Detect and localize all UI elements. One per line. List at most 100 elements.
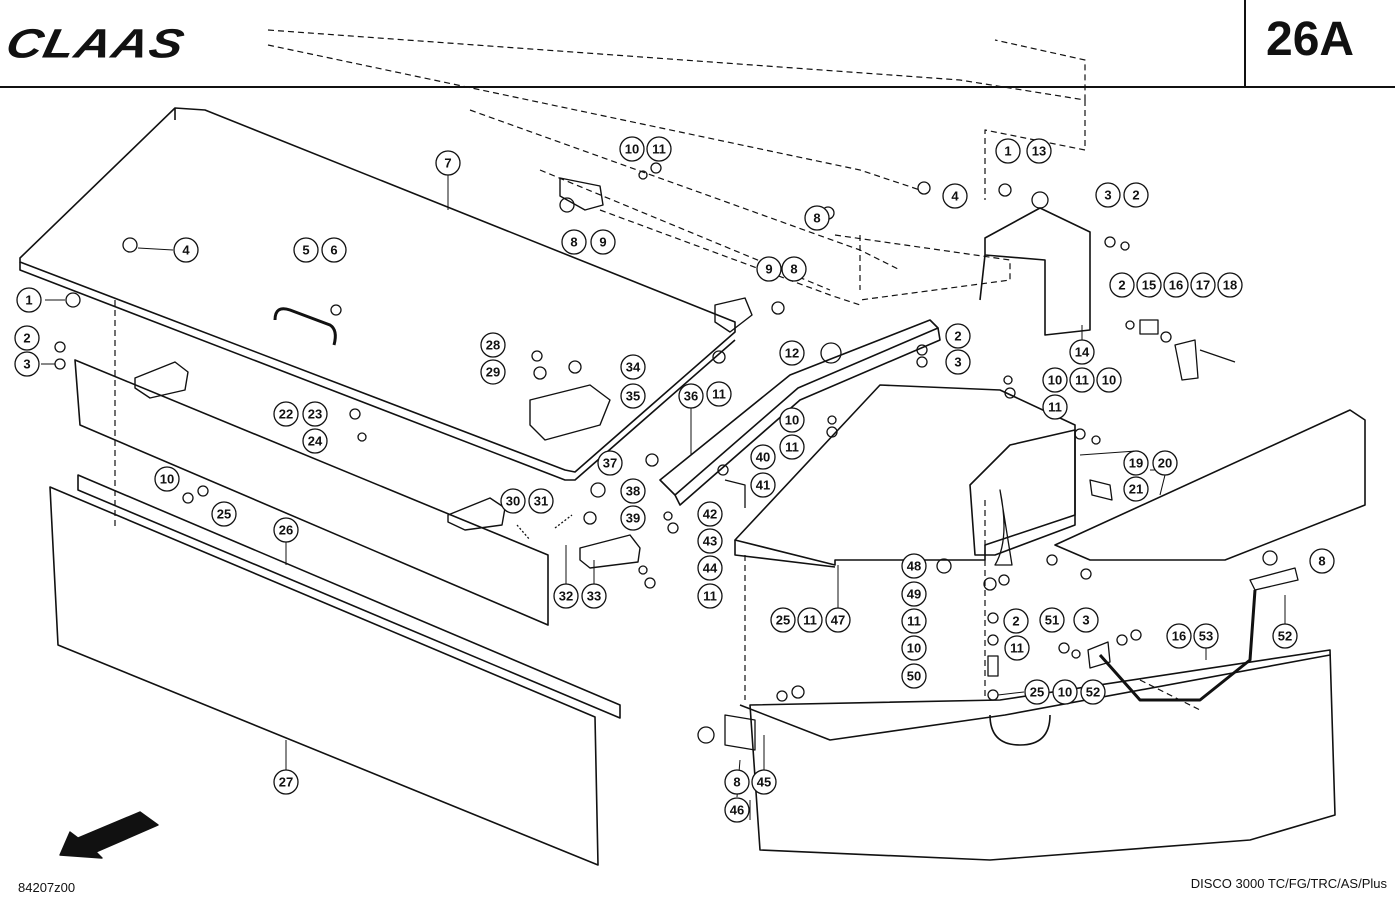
callout-16: 16 — [1166, 623, 1192, 649]
callout-8: 8 — [561, 229, 587, 255]
direction-arrow — [59, 811, 159, 859]
callout-2: 2 — [14, 325, 40, 351]
callout-number: 23 — [308, 407, 322, 422]
central-cover — [734, 384, 1076, 568]
callout-circle — [480, 332, 506, 358]
callout-20: 20 — [1152, 450, 1178, 476]
callout-4: 4 — [173, 237, 199, 263]
callout-42: 42 — [697, 501, 723, 527]
callout-number: 2 — [954, 329, 961, 344]
callout-number: 11 — [1010, 641, 1024, 656]
callout-number: 5 — [302, 243, 309, 258]
callout-circle — [1123, 476, 1149, 502]
callout-number: 53 — [1199, 629, 1213, 644]
main-hood — [19, 107, 736, 481]
callout-50: 50 — [901, 663, 927, 689]
callout-number: 3 — [23, 357, 30, 372]
callout-10: 10 — [1096, 367, 1122, 393]
callout-circle — [1080, 679, 1106, 705]
callout-number: 27 — [279, 775, 293, 790]
callout-number: 51 — [1045, 613, 1059, 628]
callout-number: 49 — [907, 587, 921, 602]
callout-circle — [1069, 367, 1095, 393]
callout-number: 10 — [907, 641, 921, 656]
callout-41: 41 — [750, 472, 776, 498]
callout-44: 44 — [697, 555, 723, 581]
callout-47: 47 — [825, 607, 851, 633]
protective-curtain — [49, 474, 621, 866]
drawing-reference: 84207z00 — [18, 880, 76, 895]
callout-38: 38 — [620, 478, 646, 504]
callout-45: 45 — [751, 769, 777, 795]
callout-number: 25 — [776, 613, 790, 628]
callout-circle — [1039, 607, 1065, 633]
callout-circle — [597, 450, 623, 476]
callout-circle — [750, 472, 776, 498]
callout-number: 8 — [790, 262, 797, 277]
callout-number: 18 — [1223, 278, 1237, 293]
callout-circle — [154, 466, 180, 492]
callout-number: 10 — [160, 472, 174, 487]
callout-circle — [1193, 623, 1219, 649]
callout-number: 9 — [765, 262, 772, 277]
callout-7: 7 — [435, 150, 461, 176]
callout-51: 51 — [1039, 607, 1065, 633]
callout-53: 53 — [1193, 623, 1219, 649]
callout-number: 2 — [1132, 188, 1139, 203]
callout-number: 17 — [1196, 278, 1210, 293]
callout-circle — [528, 488, 554, 514]
callout-number: 40 — [756, 450, 770, 465]
callout-number: 46 — [730, 803, 744, 818]
callout-circle — [646, 136, 672, 162]
callout-circle — [706, 381, 732, 407]
callout-circle — [480, 359, 506, 385]
callout-8: 8 — [1309, 548, 1335, 574]
callout-circle — [942, 183, 968, 209]
callout-18: 18 — [1217, 272, 1243, 298]
callout-circle — [1095, 182, 1121, 208]
callout-number: 10 — [1102, 373, 1116, 388]
callout-circle — [781, 256, 807, 282]
callout-3: 3 — [1073, 607, 1099, 633]
support-arm — [659, 319, 941, 506]
callout-number: 16 — [1172, 629, 1186, 644]
callout-25: 25 — [211, 501, 237, 527]
callout-circle — [1123, 450, 1149, 476]
callout-37: 37 — [597, 450, 623, 476]
callout-circle — [779, 407, 805, 433]
callout-number: 13 — [1032, 144, 1046, 159]
callout-circle — [751, 769, 777, 795]
callout-number: 32 — [559, 589, 573, 604]
callout-number: 6 — [330, 243, 337, 258]
callout-circle — [945, 349, 971, 375]
callout-circle — [1096, 367, 1122, 393]
callout-circle — [14, 325, 40, 351]
callout-number: 3 — [1104, 188, 1111, 203]
callout-11: 11 — [901, 608, 927, 634]
callout-circle — [553, 583, 579, 609]
callout-28: 28 — [480, 332, 506, 358]
callout-43: 43 — [697, 528, 723, 554]
callout-number: 4 — [951, 189, 959, 204]
callout-circle — [302, 428, 328, 454]
callout-10: 10 — [619, 136, 645, 162]
callout-16: 16 — [1163, 272, 1189, 298]
callout-number: 10 — [1058, 685, 1072, 700]
callout-number: 8 — [733, 775, 740, 790]
callout-number: 28 — [486, 338, 500, 353]
callout-number: 11 — [907, 614, 921, 629]
callout-25: 25 — [770, 607, 796, 633]
callout-34: 34 — [620, 354, 646, 380]
callout-1: 1 — [16, 287, 42, 313]
callout-number: 10 — [625, 142, 639, 157]
callout-3: 3 — [1095, 182, 1121, 208]
callout-number: 1 — [1004, 144, 1011, 159]
callout-circle — [779, 340, 805, 366]
callout-circle — [500, 488, 526, 514]
callout-circle — [581, 583, 607, 609]
callout-49: 49 — [901, 581, 927, 607]
callout-number: 52 — [1086, 685, 1100, 700]
